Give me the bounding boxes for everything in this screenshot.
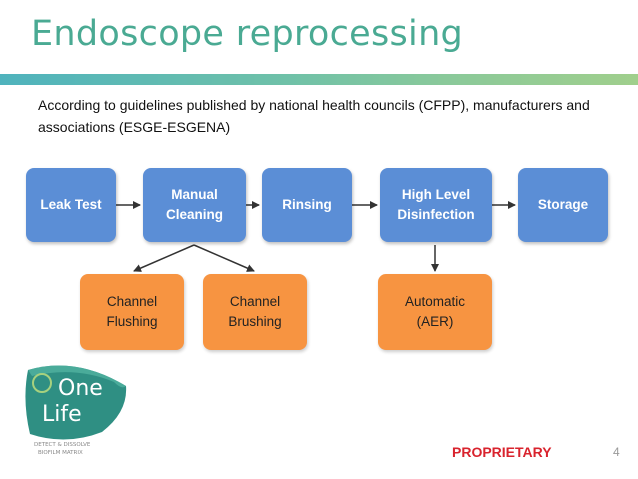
logo-tagline2: BIOFILM MATRIX [38,450,83,456]
intro-text: According to guidelines published by nat… [38,97,590,135]
logo-line1: One [58,376,103,401]
step-rinsing: Rinsing [262,168,352,242]
arrow-manual-to-flushing [133,244,195,272]
step-storage-label: Storage [537,197,589,212]
step-hld-label: High Level Disinfection [397,187,475,222]
slide-title: Endoscope reprocessing [31,14,464,54]
onelife-logo-mark: One Life DETECT & DISSOLVE BIOFILM MATRI… [25,365,127,456]
title-divider-band [0,74,638,85]
substep-channel-brushing-label: Channel Brushing [228,294,282,329]
step-leak-test: Leak Test [26,168,116,242]
step-rinsing-label: Rinsing [282,197,332,212]
onelife-logo: One Life DETECT & DISSOLVE BIOFILM MATRI… [22,360,130,472]
substep-channel-brushing: Channel Brushing [203,274,307,350]
step-manual-cleaning: Manual Cleaning [143,168,246,242]
substep-channel-flushing-label: Channel Flushing [106,294,158,329]
logo-tagline1: DETECT & DISSOLVE [34,442,91,448]
step-high-level-disinfection: High Level Disinfection [380,168,492,242]
substep-automatic-label: Automatic (AER) [404,294,466,329]
step-storage: Storage [518,168,608,242]
step-leak-test-label: Leak Test [40,197,102,212]
substep-channel-flushing: Channel Flushing [80,274,184,350]
arrow-manual-to-brushing [193,244,255,272]
substep-automatic-aer: Automatic (AER) [378,274,492,350]
page-number: 4 [613,445,620,459]
proprietary-label: PROPRIETARY [452,444,552,460]
logo-line2: Life [42,402,82,427]
step-manual-cleaning-label: Manual Cleaning [165,187,223,222]
